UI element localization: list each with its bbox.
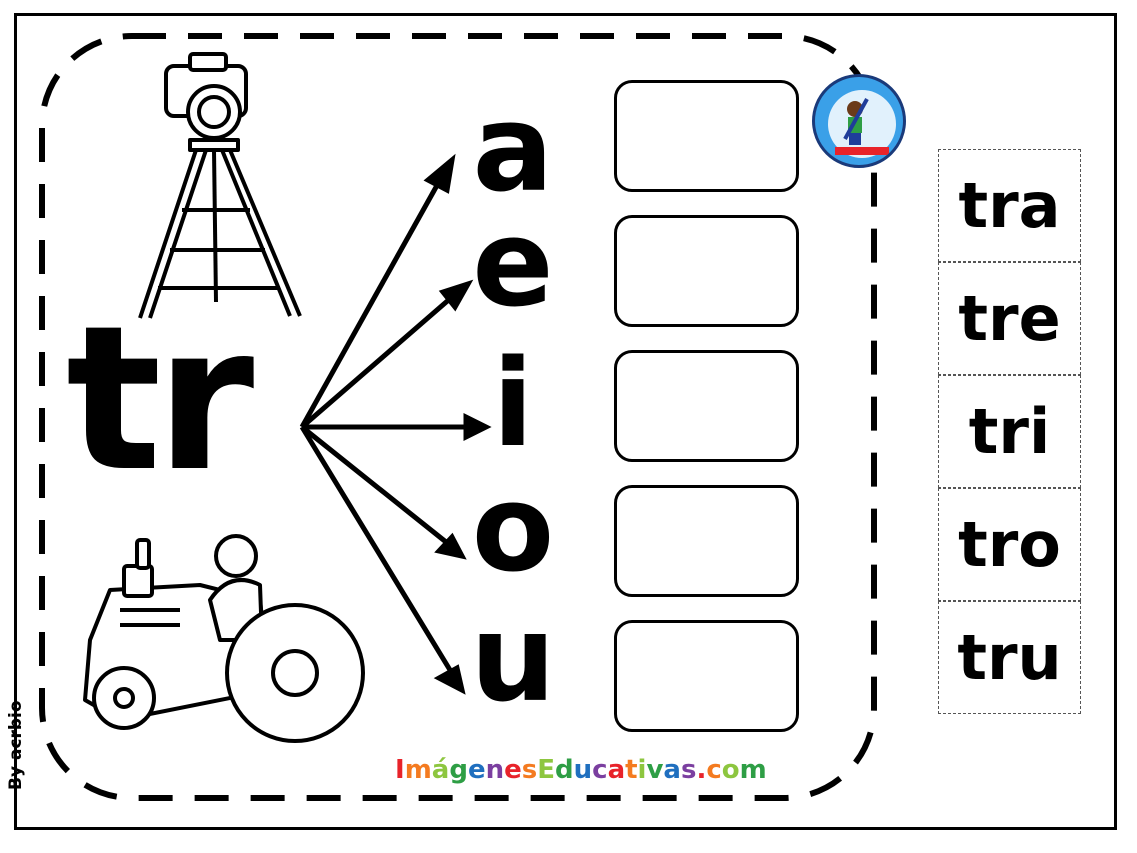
vowel-o: o — [471, 460, 555, 599]
site-name-letter: a — [607, 755, 626, 785]
answer-box-u[interactable] — [614, 620, 799, 732]
tripod-camera-icon — [138, 52, 302, 319]
syllable-base: tr — [66, 283, 254, 516]
site-name: ImágenesEducativas.com — [395, 755, 767, 785]
site-name-letter: . — [696, 755, 707, 785]
site-name-letter: E — [537, 755, 555, 785]
answer-box-e[interactable] — [614, 215, 799, 327]
badge-kid-icon — [828, 90, 896, 158]
site-name-letter: g — [449, 755, 468, 785]
vowel-e: e — [472, 195, 554, 334]
site-name-letter: n — [485, 755, 505, 785]
author-credit: By acrbio — [6, 700, 26, 790]
site-name-letter: s — [680, 755, 697, 785]
dashed-card-border — [39, 33, 877, 801]
site-name-letter: d — [555, 755, 574, 785]
site-name-letter: e — [467, 755, 486, 785]
answer-box-i[interactable] — [614, 350, 799, 462]
site-name-letter: u — [573, 755, 593, 785]
cut-card-tri[interactable]: tri — [938, 375, 1081, 488]
cut-card-tra[interactable]: tra — [938, 149, 1081, 262]
tractor-icon — [83, 534, 365, 743]
site-name-letter: c — [592, 755, 608, 785]
site-name-letter: s — [521, 755, 538, 785]
answer-box-a[interactable] — [614, 80, 799, 192]
site-name-letter: t — [625, 755, 638, 785]
site-name-letter: i — [637, 755, 647, 785]
site-name-letter: e — [504, 755, 522, 785]
cut-card-tre[interactable]: tre — [938, 262, 1081, 375]
answer-box-o[interactable] — [614, 485, 799, 597]
site-name-letter: o — [721, 755, 740, 785]
site-name-letter: á — [431, 755, 450, 785]
arrows — [299, 153, 492, 695]
vowel-u: u — [470, 590, 556, 729]
page-frame — [14, 13, 1117, 830]
site-name-letter: c — [706, 755, 722, 785]
logo-badge — [812, 74, 906, 168]
vowel-a: a — [472, 80, 554, 219]
cut-card-tro[interactable]: tro — [938, 488, 1081, 601]
site-name-letter: m — [739, 755, 767, 785]
site-name-letter: v — [646, 755, 664, 785]
site-name-letter: m — [404, 755, 432, 785]
cut-card-tru[interactable]: tru — [938, 601, 1081, 714]
vowel-i: i — [492, 335, 534, 474]
site-name-letter: I — [395, 755, 405, 785]
site-name-letter: a — [663, 755, 681, 785]
